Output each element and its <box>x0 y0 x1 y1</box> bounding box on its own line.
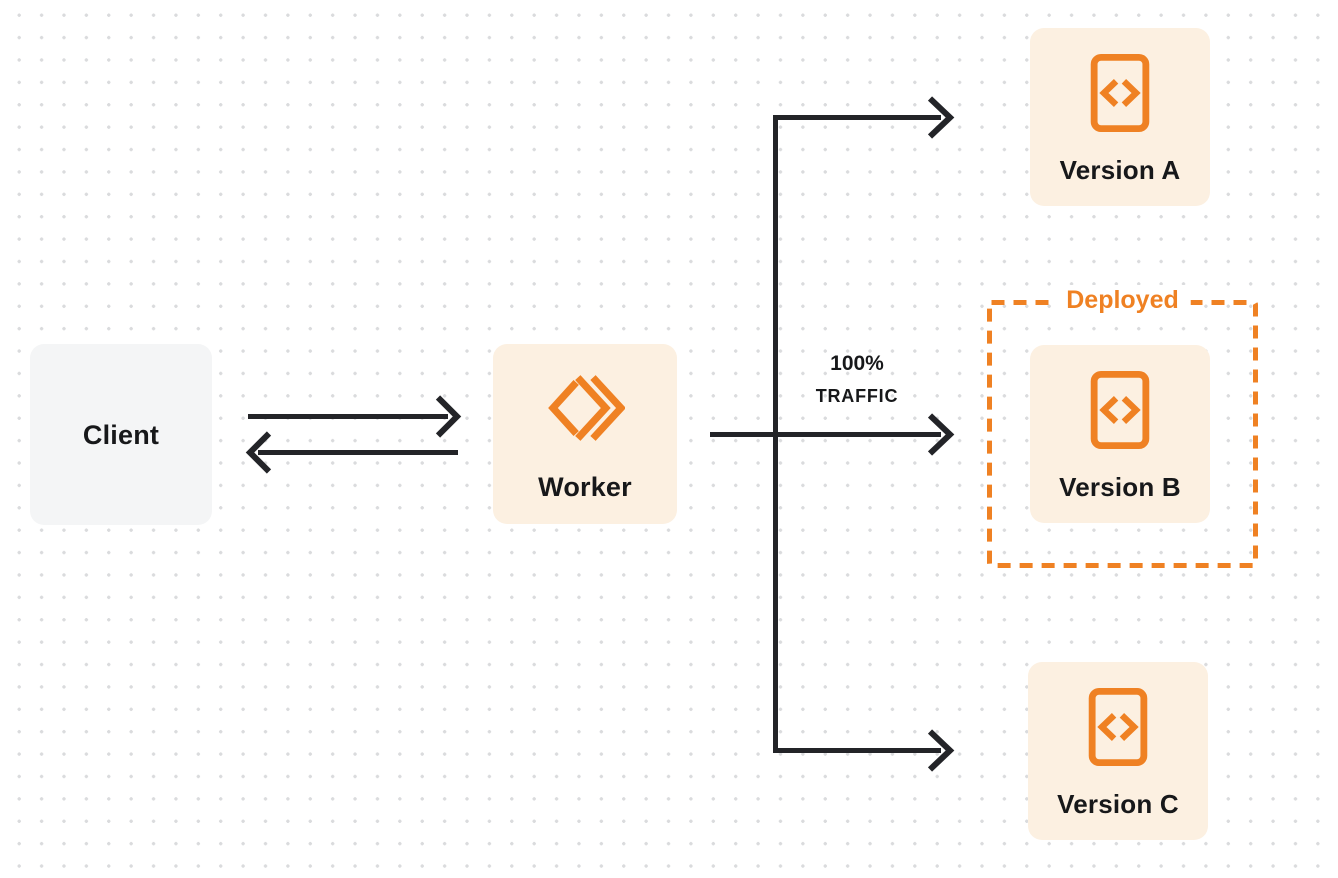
client-node-label: Client <box>82 419 160 450</box>
worker-to-version-a-arrow <box>773 96 955 139</box>
traffic-label: 100% TRAFFIC <box>816 351 899 407</box>
worker-node: Worker <box>493 344 677 524</box>
traffic-word-text: TRAFFIC <box>815 386 899 406</box>
worker-to-version-b-arrow <box>710 413 955 456</box>
code-icon <box>1090 53 1150 133</box>
version-a-node-label: Version A <box>1059 155 1181 185</box>
workers-logo-icon <box>548 375 625 441</box>
traffic-percent-text: 100% <box>830 352 884 375</box>
client-node: Client <box>30 344 212 525</box>
version-b-node: Version B <box>1030 345 1210 523</box>
deployed-group-label: Deployed <box>1054 285 1191 315</box>
deployed-group: Deployed <box>987 285 1258 568</box>
version-b-node-label: Version B <box>1059 472 1181 502</box>
worker-to-client-arrow <box>245 431 458 474</box>
code-icon <box>1090 370 1150 450</box>
version-c-node-label: Version C <box>1057 789 1179 819</box>
version-a-node: Version A <box>1030 28 1210 206</box>
worker-to-version-c-arrow <box>773 729 955 772</box>
code-icon <box>1088 687 1148 767</box>
worker-node-label: Worker <box>538 472 632 502</box>
client-to-worker-arrow <box>248 395 462 438</box>
version-c-node: Version C <box>1028 662 1208 840</box>
